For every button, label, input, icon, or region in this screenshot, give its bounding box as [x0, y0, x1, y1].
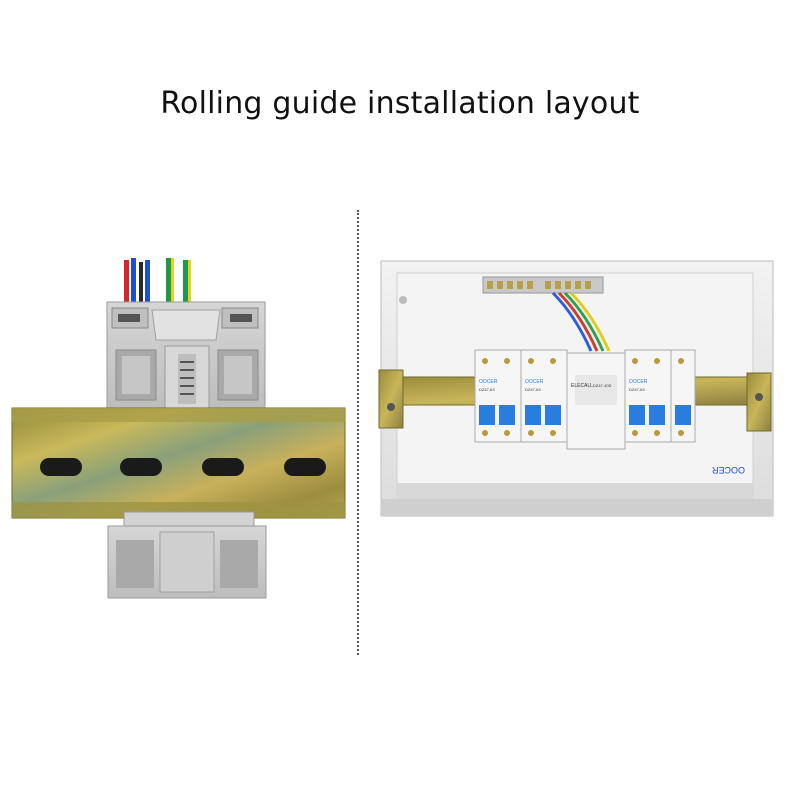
page-title: Rolling guide installation layout	[160, 86, 640, 121]
rcd-model-label: DZ47-40D	[593, 383, 612, 388]
dotted-divider	[357, 210, 359, 655]
distribution-box-illustration: OOCER DZ47-63 OOCER DZ47-63 ELECALL DZ47…	[378, 260, 774, 517]
breaker-brand-label-2: OOCER	[525, 379, 544, 385]
din-rail-illustration	[11, 258, 346, 599]
rail-brackets	[378, 369, 772, 432]
breaker-model-label-2: DZ47-63	[525, 387, 541, 392]
wires	[124, 258, 191, 306]
internal-wires	[551, 291, 611, 352]
breaker-brand-label-3: OOCER	[629, 379, 648, 385]
breaker-group-right	[624, 349, 696, 443]
breaker-brand-label-1: OOCER	[479, 379, 498, 385]
breaker-center-rcd	[566, 352, 626, 450]
device-upper-body	[106, 301, 266, 413]
terminal-bar	[482, 276, 604, 294]
breaker-model-label-1: DZ47-63	[479, 387, 495, 392]
din-rail	[11, 407, 346, 519]
enclosure-brand-label: OOCER	[711, 465, 745, 475]
breaker-model-label-3: DZ47-63	[629, 387, 645, 392]
din-rail-device-photo	[0, 250, 350, 610]
distribution-box-photo: OOCER DZ47-63 OOCER DZ47-63 ELECALL DZ47…	[375, 255, 775, 520]
breaker-group-left	[474, 349, 568, 443]
device-lower-body	[107, 511, 267, 599]
rcd-brand-label: ELECALL	[571, 383, 593, 389]
